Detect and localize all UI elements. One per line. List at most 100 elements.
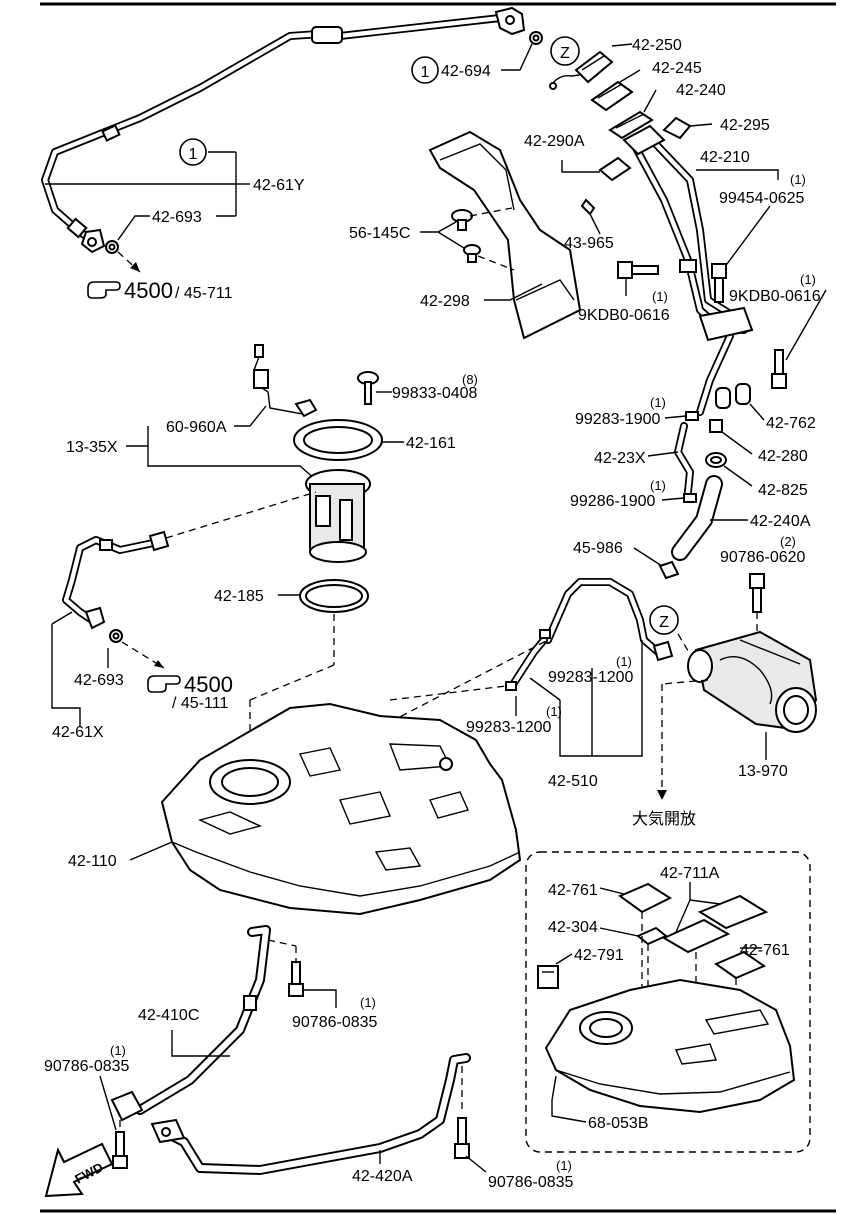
label-42-240A: 42-240A — [750, 513, 811, 530]
label-42-762: 42-762 — [766, 415, 816, 432]
lock-ring-42-161 — [293, 419, 383, 461]
part-42-295 — [662, 116, 692, 140]
label-42-694: 42-694 — [441, 63, 491, 80]
label-42-245: 42-245 — [652, 60, 702, 77]
clip-99283-1900 — [685, 411, 699, 421]
label-45-986: 45-986 — [573, 540, 623, 557]
label-vent-to-atmosphere: 大気開放 — [632, 810, 696, 828]
leader — [689, 123, 713, 127]
leader — [723, 205, 771, 269]
screw-99833-0408 — [357, 371, 379, 405]
leader — [661, 679, 709, 685]
label-42-304: 42-304 — [548, 919, 598, 936]
label-42-791: 42-791 — [574, 947, 624, 964]
label-42-185: 42-185 — [214, 588, 264, 605]
leader — [117, 215, 150, 241]
ref-45-111-mid: / 45-111 — [172, 695, 228, 712]
arrow-icon — [154, 660, 164, 668]
leader — [599, 927, 639, 937]
leader — [171, 1030, 230, 1057]
part-42-250 — [574, 50, 614, 84]
fuel-tank-inset — [544, 978, 796, 1114]
label-42-420A: 42-420A — [352, 1168, 413, 1185]
leader — [664, 415, 687, 419]
label-99283-1200-b: 99283-1200 — [466, 719, 552, 736]
leader — [589, 213, 601, 235]
circle-mark-z — [649, 605, 679, 635]
leader — [749, 403, 765, 421]
qty-99283-1900: (1) — [650, 395, 666, 410]
label-42-295: 42-295 — [720, 117, 770, 134]
leader — [721, 431, 753, 455]
label-42-61X: 42-61X — [52, 724, 104, 741]
part-42-825 — [705, 452, 727, 468]
label-68-053B: 68-053B — [588, 1115, 649, 1132]
part-42-240 — [608, 110, 654, 140]
bolt-90786-0835-c — [454, 1117, 470, 1159]
circle-mark-1 — [179, 138, 207, 166]
ref-45-711-top: / 45-711 — [175, 285, 233, 302]
fuel-line-42-61X — [62, 530, 170, 630]
leader — [249, 664, 335, 701]
leader — [561, 160, 600, 173]
pad-42-711A-a — [661, 918, 731, 954]
pad-42-761-a — [617, 882, 673, 914]
clip-56-145C-a — [451, 209, 473, 231]
bolt-90786-0835-a — [288, 961, 304, 997]
bolt-9KDB0-right — [771, 349, 787, 389]
label-42-410C: 42-410C — [138, 1007, 199, 1024]
qty-99283-1200-b: (1) — [546, 704, 562, 719]
leader — [661, 497, 685, 501]
heat-shield-42-298 — [428, 130, 582, 340]
label-9KDB0-0616-right: 9KDB0-0616 — [729, 288, 821, 305]
leader — [619, 69, 641, 83]
part-42-290A — [598, 156, 632, 182]
qty-9KDB0-left: (1) — [652, 289, 668, 304]
wiring-60-960A — [253, 344, 318, 418]
leader — [723, 465, 753, 487]
label-43-965: 43-965 — [564, 235, 614, 252]
hose-42-240A — [671, 475, 723, 561]
part-42-280 — [709, 419, 723, 433]
label-42-298: 42-298 — [420, 293, 470, 310]
clip-99286-1900 — [683, 493, 697, 503]
leader — [267, 939, 297, 947]
circle-mark-z-text: Z — [659, 614, 669, 631]
connector-icon — [652, 640, 674, 662]
label-42-510: 42-510 — [548, 773, 598, 790]
hose-42-23X — [674, 422, 694, 496]
arrow-down-icon — [657, 790, 667, 800]
leader — [437, 231, 465, 249]
label-42-290A: 42-290A — [524, 133, 585, 150]
leader — [555, 953, 573, 965]
hand-pointer-icon — [87, 281, 121, 299]
label-9KDB0-0616-left: 9KDB0-0616 — [578, 307, 670, 324]
clip-56-145C-b — [463, 244, 481, 263]
pad-42-711A-b — [697, 894, 769, 930]
qty-90786-0835-b: (1) — [110, 1043, 126, 1058]
leader — [129, 841, 173, 861]
label-42-761-a: 42-761 — [548, 882, 598, 899]
leader — [647, 451, 679, 457]
label-13-970: 13-970 — [738, 763, 788, 780]
label-99286-1900: 99286-1900 — [570, 493, 656, 510]
leader — [465, 1155, 487, 1173]
leader — [611, 43, 633, 47]
ref-4500-top: 4500 — [124, 278, 173, 303]
leader — [420, 221, 457, 233]
label-60-960A: 60-960A — [166, 419, 227, 436]
label-42-761-b: 42-761 — [740, 942, 790, 959]
qty-99454: (1) — [790, 172, 806, 187]
leader — [675, 882, 691, 933]
label-99454-0625: 99454-0625 — [719, 190, 805, 207]
qty-90786-0835-a: (1) — [360, 995, 376, 1010]
qty-99286-1900: (1) — [650, 478, 666, 493]
label-42-210: 42-210 — [700, 149, 750, 166]
bolt-90786-0620 — [749, 573, 765, 613]
leader — [389, 639, 549, 723]
leader — [99, 1075, 117, 1131]
leader — [477, 255, 515, 271]
fuel-line-42-61Y — [41, 6, 526, 254]
pad-42-761-b — [713, 950, 767, 980]
leader — [633, 547, 663, 567]
